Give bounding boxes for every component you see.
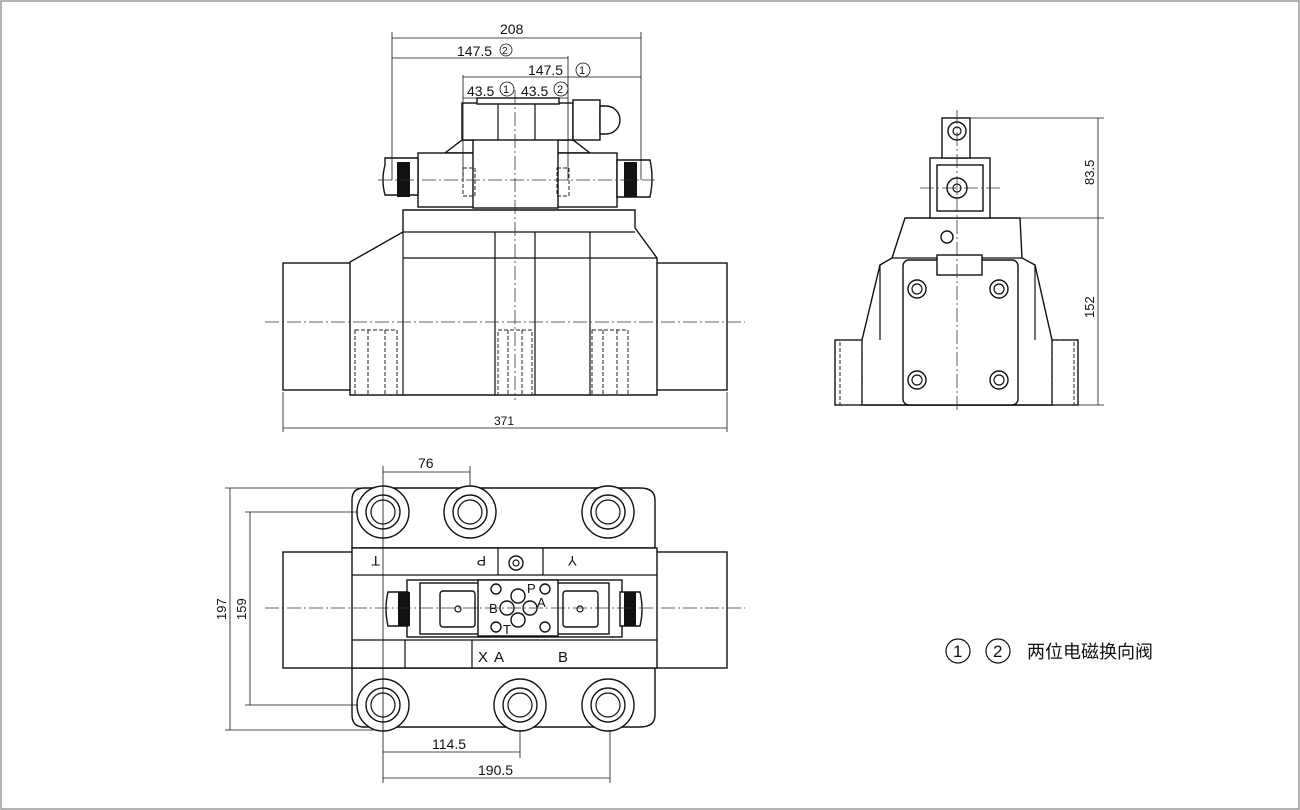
bolts (907, 279, 1009, 390)
dim-114-5: 114.5 (432, 736, 466, 752)
port-y-label: Y (567, 553, 577, 569)
pilot-t-label: T (503, 622, 511, 637)
pilot-p-label: P (527, 581, 536, 596)
dim-147-5-b: 147.5 (528, 62, 563, 78)
side-dimensions: 83.5 152 (970, 117, 1104, 406)
dim-190-5: 190.5 (478, 762, 513, 778)
mark-1: 1 (579, 65, 585, 77)
connector (572, 99, 601, 141)
port-b-label: B (558, 649, 568, 666)
dim-152: 152 (1082, 296, 1097, 318)
dim-147-5-a: 147.5 (457, 43, 492, 59)
dim-371: 371 (494, 414, 514, 428)
main-body (349, 209, 658, 396)
port-x-label: X (478, 649, 488, 666)
dim-159: 159 (234, 598, 249, 620)
dim-76: 76 (418, 455, 434, 471)
bottom-view: T P Y X A B P A B T 76 197 159 (214, 455, 745, 783)
front-dimensions: 208 147.5 2 147.5 1 43.5 1 43.5 2 371 (282, 21, 728, 432)
pilot-b-label: B (489, 601, 498, 616)
dim-43-5-b: 43.5 (521, 83, 548, 99)
pilot-a-label: A (537, 595, 546, 610)
legend-label: 两位电磁换向阀 (1027, 642, 1153, 662)
front-view: 208 147.5 2 147.5 1 43.5 1 43.5 2 371 (265, 21, 745, 432)
right-pipe (654, 262, 728, 391)
hole-left (354, 329, 398, 396)
dim-43-5-a: 43.5 (467, 83, 494, 99)
dim-208: 208 (500, 21, 524, 37)
port-a-label: A (494, 649, 504, 666)
legend-mark-1: 1 (953, 642, 962, 661)
hole-right (591, 329, 629, 396)
dim-83-5: 83.5 (1082, 160, 1097, 185)
port-p-label: P (477, 553, 486, 569)
pilot-top (461, 102, 574, 141)
dim-197: 197 (214, 598, 229, 620)
bottom-dimensions: 76 197 159 114.5 190.5 (214, 455, 611, 783)
port-t-label: T (371, 553, 380, 569)
mark-1: 1 (503, 84, 509, 96)
legend-mark-2: 2 (993, 642, 1002, 661)
side-view: 83.5 152 (834, 110, 1104, 410)
left-pipe (282, 262, 354, 391)
mark-2: 2 (502, 46, 508, 57)
solenoid-center (472, 132, 559, 209)
legend: 1 2 两位电磁换向阀 (945, 638, 1153, 664)
mark-2: 2 (557, 84, 563, 96)
